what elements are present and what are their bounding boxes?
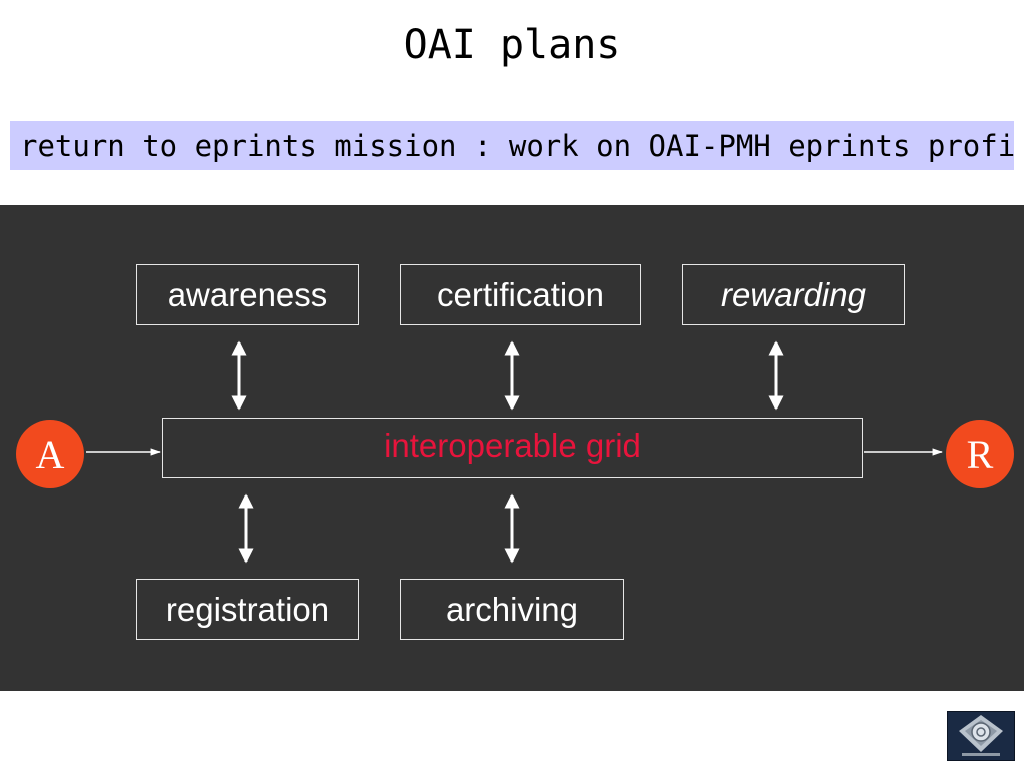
subtitle-banner: return to eprints mission : work on OAI-…	[10, 121, 1014, 170]
node-r: R	[946, 420, 1014, 488]
node-a: A	[16, 420, 84, 488]
box-certification: certification	[400, 264, 641, 325]
box-interoperable-grid: interoperable grid	[162, 418, 863, 478]
box-registration: registration	[136, 579, 359, 640]
box-archiving: archiving	[400, 579, 624, 640]
diagram-panel	[0, 205, 1024, 691]
slide-title: OAI plans	[403, 22, 621, 68]
open-archives-logo	[947, 711, 1015, 761]
box-awareness: awareness	[136, 264, 359, 325]
box-rewarding: rewarding	[682, 264, 905, 325]
